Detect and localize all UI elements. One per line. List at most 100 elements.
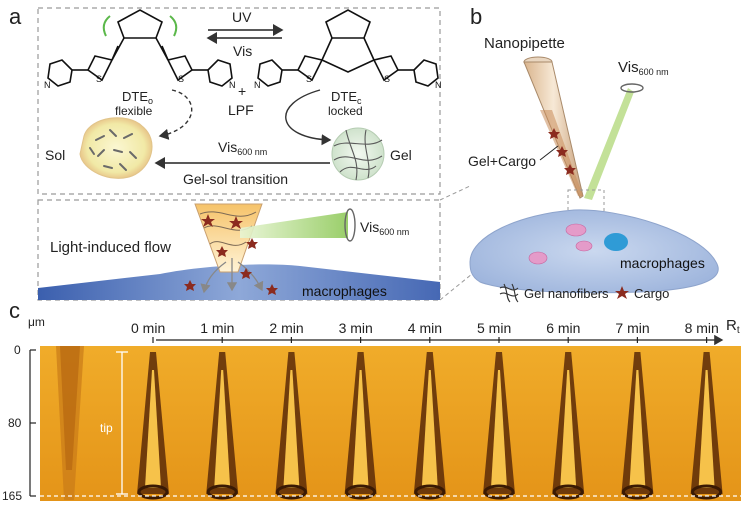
frame-ring <box>275 484 307 500</box>
s-atom-left: S <box>96 74 102 84</box>
flexible-to-sol-arrow <box>158 89 193 140</box>
frame <box>137 352 169 500</box>
depth-label-0: 0 <box>14 343 21 357</box>
vis-label: Vis <box>233 43 252 59</box>
frame-core <box>491 370 507 488</box>
zoom-region <box>567 189 605 225</box>
dte-open-state: flexible <box>115 104 153 118</box>
plus-sign: + <box>238 83 246 99</box>
frame-core <box>560 370 577 488</box>
dte-open-molecule <box>47 9 233 87</box>
vesicles <box>528 223 593 265</box>
time-label: 4 min <box>408 320 442 336</box>
sol-label: Sol <box>45 147 65 163</box>
sol-fragments <box>89 129 137 171</box>
time-label: 3 min <box>339 320 373 336</box>
frame-core <box>145 370 161 488</box>
frames <box>137 352 723 500</box>
gel-cargo-pointer <box>539 145 559 161</box>
time-label: 6 min <box>546 320 580 336</box>
uv-label: UV <box>232 9 252 25</box>
nanopipette <box>523 56 584 199</box>
gel-disc <box>331 127 385 181</box>
legend-cargo-label: Cargo <box>634 286 669 301</box>
tip-image-core <box>60 346 80 470</box>
frame-ring <box>345 484 377 500</box>
frame-ring <box>552 484 584 500</box>
legend-fibers-icon <box>499 283 519 303</box>
time-label: 0 min <box>131 320 165 336</box>
cargo-stars-a <box>184 214 278 295</box>
gel-cargo-label: Gel+Cargo <box>468 153 536 169</box>
lpf-label: LPF <box>228 102 254 118</box>
frame <box>690 352 723 500</box>
s-atom-right: S <box>178 74 184 84</box>
frame <box>344 352 377 500</box>
n-atom-left: N <box>44 80 51 90</box>
frame <box>621 352 654 500</box>
frame-ring <box>621 484 653 500</box>
vis600-label-a: Vis600 nm <box>218 139 267 157</box>
n-atom-right: N <box>229 80 236 90</box>
gel-fibers <box>333 129 383 181</box>
tip-label: tip <box>100 421 113 435</box>
time-label: 2 min <box>269 320 303 336</box>
s-atom-c-right: S <box>384 74 390 84</box>
time-label: 1 min <box>200 320 234 336</box>
frame <box>206 352 239 500</box>
frame <box>275 352 308 500</box>
rotation-arrow-left <box>102 15 111 37</box>
gel-label: Gel <box>390 147 412 163</box>
frame-core <box>421 370 438 488</box>
macrophages-label-b: macrophages <box>620 255 705 271</box>
panel-a-top-box <box>37 7 441 195</box>
n-atom-c-right: N <box>435 80 442 90</box>
frame-ring <box>414 484 446 500</box>
s-atom-c-left: S <box>306 74 312 84</box>
axis-end-label: Rt <box>726 317 740 336</box>
panel-b-label: b <box>470 4 482 29</box>
frame <box>483 352 515 500</box>
light-source-b <box>620 83 644 93</box>
locked-to-gel-arrow <box>285 89 332 146</box>
panel-a-label: a <box>9 4 22 29</box>
transition-label: Gel-sol transition <box>183 171 288 187</box>
frame-ring <box>137 484 169 500</box>
legend-fibers-label: Gel nanofibers <box>524 286 609 301</box>
link-line-top <box>439 185 471 201</box>
light-beam-a <box>240 212 348 238</box>
frame-ring <box>483 484 515 500</box>
macrophages-label-a: macrophages <box>302 283 387 299</box>
macrophage-cell <box>469 209 719 294</box>
dte-closed-state: locked <box>328 104 363 118</box>
sol-blob <box>79 117 153 179</box>
frame-core <box>352 370 369 488</box>
flow-label: Light-induced flow <box>50 239 171 256</box>
dte-closed-molecule <box>257 9 439 87</box>
time-label: 7 min <box>615 320 649 336</box>
unit-label: μm <box>28 315 45 329</box>
cell-surface <box>38 264 440 300</box>
depth-label-165: 165 <box>2 489 22 503</box>
legend-cargo-icon <box>615 286 629 299</box>
frame-ring <box>691 484 723 500</box>
vis600-label-b: Vis600 nm <box>618 59 669 77</box>
frame-core <box>698 370 715 488</box>
link-line-bottom <box>439 273 473 301</box>
light-source-a <box>344 208 356 242</box>
frame-core <box>283 370 300 488</box>
flow-arrows <box>200 258 264 294</box>
time-labels: 0 min 1 min 2 min 3 min 4 min 5 min 6 min 7 min… <box>131 320 719 343</box>
dte-closed-label: DTEc <box>331 89 362 106</box>
dte-open-label: DTEo <box>122 89 153 106</box>
light-beam-b <box>584 88 634 200</box>
cell-nucleus <box>604 233 628 251</box>
frame <box>552 352 585 500</box>
frame-core <box>214 370 231 488</box>
time-label: 5 min <box>477 320 511 336</box>
n-atom-c-left: N <box>254 80 261 90</box>
frame-ring <box>206 484 238 500</box>
frame-core <box>629 370 646 488</box>
frame <box>413 352 446 500</box>
